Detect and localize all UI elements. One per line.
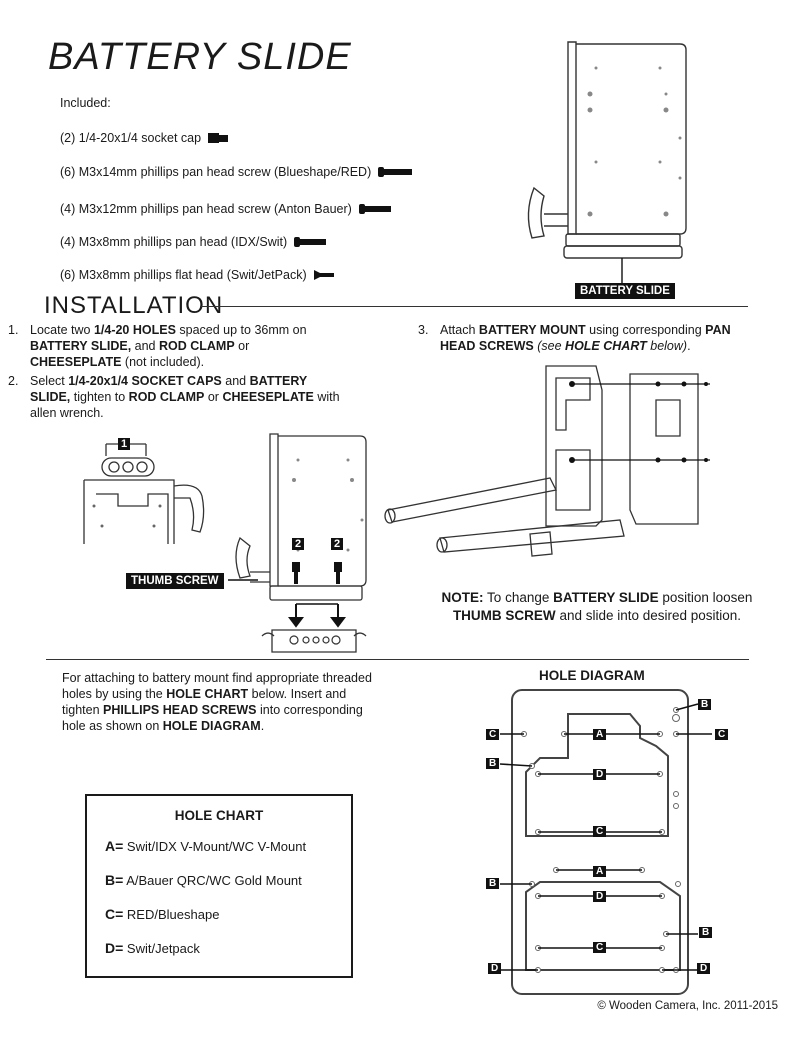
screw-icon bbox=[358, 204, 391, 214]
attach-instructions: For attaching to battery mount find appr… bbox=[62, 671, 372, 733]
hole-chart-key: C= bbox=[105, 906, 124, 922]
battery-slide-side-illustration bbox=[228, 433, 367, 653]
screw-icon bbox=[294, 237, 327, 247]
hole-chart: HOLE CHART A= Swit/IDX V-Mount/WC V-Moun… bbox=[85, 794, 353, 978]
diagram-label-d: D bbox=[488, 963, 502, 974]
hole-chart-row: A= Swit/IDX V-Mount/WC V-Mount bbox=[105, 838, 306, 854]
diagram-label-b: B bbox=[699, 927, 713, 938]
hole-chart-key: B= bbox=[105, 872, 124, 888]
part-text: (6) M3x8mm phillips flat head (Swit/JetP… bbox=[60, 268, 307, 282]
part-item: (6) M3x14mm phillips pan head screw (Blu… bbox=[60, 165, 413, 179]
hole-chart-key: A= bbox=[105, 838, 124, 854]
diagram-label-c: C bbox=[593, 942, 607, 953]
diagram-label-b: B bbox=[698, 699, 712, 710]
diagram-label-a: A bbox=[593, 729, 607, 740]
hole-diagram-title: HOLE DIAGRAM bbox=[539, 668, 645, 683]
callout-1: 1 bbox=[118, 438, 131, 450]
flat-head-screw-icon bbox=[313, 270, 334, 280]
note-text: NOTE: To change BATTERY SLIDE position l… bbox=[441, 590, 753, 623]
screw-icon bbox=[378, 167, 413, 177]
hole-chart-value: RED/Blueshape bbox=[126, 907, 220, 922]
socket-cap-icon bbox=[208, 133, 229, 143]
part-text: (4) M3x12mm phillips pan head screw (Ant… bbox=[60, 202, 352, 216]
step-number: 2. bbox=[8, 374, 19, 388]
battery-slide-label: BATTERY SLIDE bbox=[575, 283, 675, 299]
hole-chart-title: HOLE CHART bbox=[174, 808, 264, 823]
diagram-label-a: A bbox=[593, 866, 607, 877]
hole-chart-key: D= bbox=[105, 940, 124, 956]
diagram-label-d: D bbox=[697, 963, 711, 974]
callout-2-left: 2 bbox=[292, 538, 305, 550]
part-text: (4) M3x8mm phillips pan head (IDX/Swit) bbox=[60, 235, 288, 249]
part-item: (4) M3x12mm phillips pan head screw (Ant… bbox=[60, 202, 392, 216]
diagram-label-c: C bbox=[593, 826, 607, 837]
diagram-label-c: C bbox=[486, 729, 500, 740]
hole-chart-value: A/Bauer QRC/WC Gold Mount bbox=[126, 873, 302, 888]
part-item: (6) M3x8mm phillips flat head (Swit/JetP… bbox=[60, 268, 335, 282]
hole-chart-row: C= RED/Blueshape bbox=[105, 906, 219, 922]
step-number: 3. bbox=[418, 323, 429, 337]
part-text: (2) 1/4-20x1/4 socket cap bbox=[60, 131, 202, 145]
thumb-screw-label: THUMB SCREW bbox=[126, 573, 224, 589]
step-text: Select 1/4-20x1/4 SOCKET CAPS and BATTER… bbox=[30, 374, 340, 420]
diagram-label-c: C bbox=[715, 729, 729, 740]
battery-mount-assembly-illustration bbox=[384, 365, 710, 557]
step-1: 1. Locate two 1/4-20 HOLES spaced up to … bbox=[8, 322, 378, 372]
callout-2-right: 2 bbox=[331, 538, 344, 550]
page-title: BATTERY SLIDE bbox=[48, 36, 352, 78]
rod-clamp-illustration bbox=[83, 443, 205, 544]
step-text: Attach BATTERY MOUNT using corresponding… bbox=[440, 323, 731, 353]
hole-chart-value: Swit/Jetpack bbox=[126, 941, 200, 956]
step-2: 2. Select 1/4-20x1/4 SOCKET CAPS and BAT… bbox=[8, 373, 378, 423]
included-label: Included: bbox=[60, 96, 111, 110]
diagram-label-b: B bbox=[486, 758, 500, 769]
battery-slide-illustration bbox=[527, 41, 687, 283]
hole-chart-value: Swit/IDX V-Mount/WC V-Mount bbox=[126, 839, 307, 854]
step-number: 1. bbox=[8, 323, 19, 337]
part-text: (6) M3x14mm phillips pan head screw (Blu… bbox=[60, 165, 372, 179]
part-item: (4) M3x8mm phillips pan head (IDX/Swit) bbox=[60, 235, 327, 249]
section-divider bbox=[46, 659, 749, 660]
section-divider bbox=[200, 306, 748, 307]
step-text: Locate two 1/4-20 HOLES spaced up to 36m… bbox=[30, 323, 307, 369]
diagram-label-d: D bbox=[593, 769, 607, 780]
part-item: (2) 1/4-20x1/4 socket cap bbox=[60, 131, 229, 145]
diagram-label-d: D bbox=[593, 891, 607, 902]
installation-title: INSTALLATION bbox=[44, 292, 224, 319]
diagram-label-b: B bbox=[486, 878, 500, 889]
copyright: © Wooden Camera, Inc. 2011-2015 bbox=[597, 1000, 778, 1012]
hole-diagram bbox=[499, 689, 712, 995]
hole-chart-row: D= Swit/Jetpack bbox=[105, 940, 200, 956]
hole-chart-row: B= A/Bauer QRC/WC Gold Mount bbox=[105, 872, 302, 888]
step-3: 3. Attach BATTERY MOUNT using correspond… bbox=[418, 322, 788, 356]
